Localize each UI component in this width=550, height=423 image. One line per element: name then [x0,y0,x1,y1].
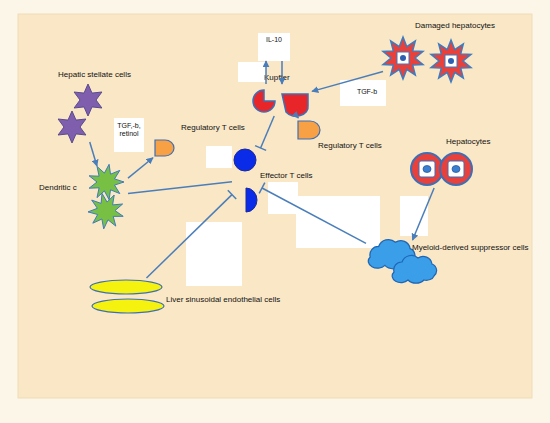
regulatory-t-cell: Regulatory T cells [296,118,322,140]
connector-line [265,61,267,84]
cell-shape [88,193,123,229]
arrow-connector [128,158,153,178]
arrow-connector [266,61,267,84]
cell-shape [298,121,320,139]
cell-shape [440,153,472,185]
cell-label: Kupffer [264,74,290,83]
inhibition-bar [255,146,266,151]
cytokine-box: TGF-b [352,84,382,102]
cell-illustration [88,278,166,316]
cell-shape [397,52,409,64]
cell-shape [253,90,275,112]
connector-line [128,182,232,194]
white-patch [206,146,232,168]
cell-illustration [153,138,177,158]
cell-shape [419,161,435,177]
cell-shape [74,84,102,116]
cell-shape [282,94,308,116]
cell-label: Hepatocytes [446,138,490,147]
cell-label: Damaged hepatocytes [415,22,495,31]
endothelial-cells: Liver sinusoidal endothelial cells [88,278,166,316]
dendritic-cells: Dendritic c [84,166,128,226]
arrow-connector [296,116,298,118]
white-patch [340,80,386,106]
connector-line [146,195,232,278]
arrow-connector [128,182,232,194]
connector-line [312,72,383,92]
box-label: TGF,-b, retinol [114,122,144,138]
cytokine-box: TGF,-b, retinol [114,118,144,152]
cell-label: Hepatic stellate cells [58,71,131,80]
effector-t-cells: Effector T cells [232,148,262,212]
stellate-cells: Hepatic stellate cells [56,84,106,142]
white-patch [186,222,242,286]
cell-illustration [383,36,473,82]
cell-illustration [84,166,128,226]
cell-shape [383,37,423,79]
cell-shape [411,153,443,185]
cell-illustration [250,84,312,116]
white-patch [238,62,266,82]
cell-shape [423,166,431,173]
cell-label: Regulatory T cells [318,142,382,151]
arrow-connector [282,61,283,84]
arrow-connector [312,72,383,92]
connector-line [413,188,435,240]
cell-illustration [232,148,262,212]
white-patch [296,196,380,248]
cell-illustration [296,118,322,140]
inhibition-connector [259,183,366,244]
cell-shape [89,164,124,199]
white-patch [268,182,298,214]
cell-shape [452,166,460,173]
suppressor-cells: Myeloid-derived suppressor cells [366,240,440,286]
cell-shape [234,149,256,171]
connector-line [261,116,275,148]
cell-shape [448,161,464,177]
inhibition-bar [228,190,236,199]
white-patch [400,196,428,236]
connector-line [296,116,298,118]
connector-line [262,188,366,243]
hepatocyte-cells: Hepatocytes [410,150,474,188]
cell-label: Myeloid-derived suppressor cells [412,244,529,253]
damaged-hepatocyte-cells: Damaged hepatocytes [383,36,473,82]
cell-label: Liver sinusoidal endothelial cells [166,296,280,305]
panel [18,14,532,398]
connector-line [281,61,283,84]
box-label: IL-10 [258,36,290,44]
cell-label: Effector T cells [260,172,312,181]
cell-label: Dendritic c [39,184,77,193]
cell-shape [90,280,162,294]
inhibition-connector [255,116,274,150]
cell-shape [92,299,164,313]
arrow-connector [413,188,435,240]
inhibition-bar [259,183,265,194]
inhibition-connector [146,190,236,278]
cell-shape [448,58,454,64]
cell-shape [445,55,457,67]
cell-shape [58,111,86,143]
cytokine-box: IL-10 [258,33,290,61]
connector-line [128,158,153,178]
cell-illustration [56,84,106,142]
cell-shape [400,55,406,61]
box-label: TGF-b [352,88,382,96]
cell-shape [155,140,174,156]
cell-illustration [410,150,474,188]
cell-shape [431,40,471,82]
cell-shape [392,255,436,283]
kupffer-cells: Kupffer [250,84,312,116]
connector-line [90,142,97,166]
cell-shape [246,188,257,212]
regulatory-t-cell: Regulatory T cells [153,138,177,158]
arrow-connector [90,142,97,166]
cell-label: Regulatory T cells [181,124,245,133]
